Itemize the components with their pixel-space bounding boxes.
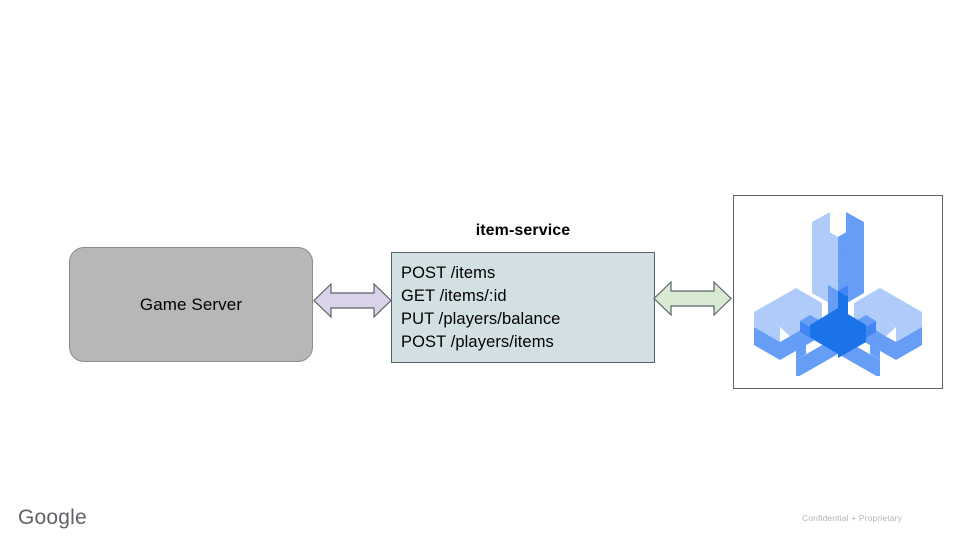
connector-game-server-to-item-service[interactable] bbox=[313, 281, 392, 320]
endpoint-row: POST /items bbox=[401, 264, 496, 282]
cloud-spanner-icon bbox=[754, 212, 922, 376]
google-wordmark: Google bbox=[18, 506, 87, 529]
endpoint-row: GET /items/:id bbox=[401, 287, 507, 305]
node-game-server-label: Game Server bbox=[139, 294, 243, 314]
endpoint-row: PUT /players/balance bbox=[401, 310, 561, 328]
connector-item-service-to-spanner[interactable] bbox=[653, 279, 732, 318]
double-headed-arrow-icon bbox=[653, 280, 732, 317]
node-item-service[interactable]: POST /items GET /items/:id PUT /players/… bbox=[391, 252, 655, 363]
node-item-service-title: item-service bbox=[475, 222, 571, 239]
node-spanner-database[interactable] bbox=[733, 195, 943, 389]
node-game-server[interactable]: Game Server bbox=[69, 247, 313, 362]
double-headed-arrow-icon bbox=[313, 282, 392, 319]
confidential-proprietary-note: Confidential + Proprietary bbox=[801, 513, 902, 523]
endpoint-row: POST /players/items bbox=[401, 333, 554, 351]
